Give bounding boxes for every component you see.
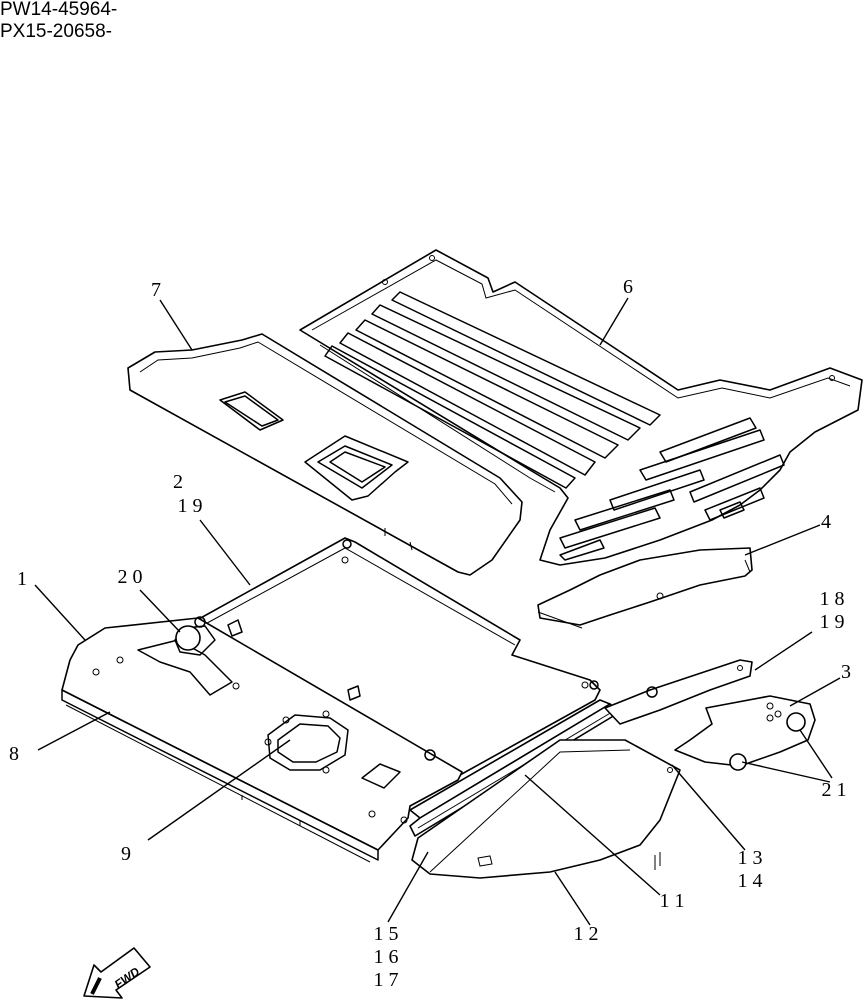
callout-13: 1 3 (738, 847, 763, 869)
callout-4: 4 (821, 511, 831, 533)
callout-1: 1 (17, 568, 27, 590)
floor-mat-part-6 (299, 249, 863, 566)
callout-3: 3 (841, 661, 851, 683)
main-base-plate-part-1 (61, 616, 463, 863)
callout-9: 9 (121, 843, 131, 865)
callout-19-upper: 1 9 (178, 495, 203, 517)
callout-8: 8 (9, 743, 19, 765)
callout-17: 1 7 (374, 969, 399, 991)
callout-19-right: 1 9 (820, 611, 845, 633)
callout-18: 1 8 (820, 588, 845, 610)
serial-range-1: PW14-45964- (0, 0, 118, 20)
callout-15: 1 5 (374, 923, 399, 945)
rail-part-11 (409, 699, 621, 837)
callout-20: 2 0 (118, 566, 143, 588)
callout-11: 1 1 (660, 890, 685, 912)
cover-plate-part-4 (537, 547, 753, 629)
fwd-arrow-icon: FWD (83, 947, 151, 999)
serial-range-2: PX15-20658- (0, 21, 112, 42)
bracket-part-18 (604, 659, 753, 725)
callout-2: 2 (173, 471, 183, 493)
right-plate-part-3 (674, 695, 816, 771)
callout-12: 1 2 (574, 923, 599, 945)
side-plate-part-12 (411, 739, 681, 879)
leader-lines (34, 297, 841, 926)
callout-16: 1 6 (374, 946, 399, 968)
callout-21: 2 1 (822, 779, 847, 801)
callout-6: 6 (623, 276, 633, 298)
callout-7: 7 (151, 279, 161, 301)
callout-14: 1 4 (738, 870, 763, 892)
